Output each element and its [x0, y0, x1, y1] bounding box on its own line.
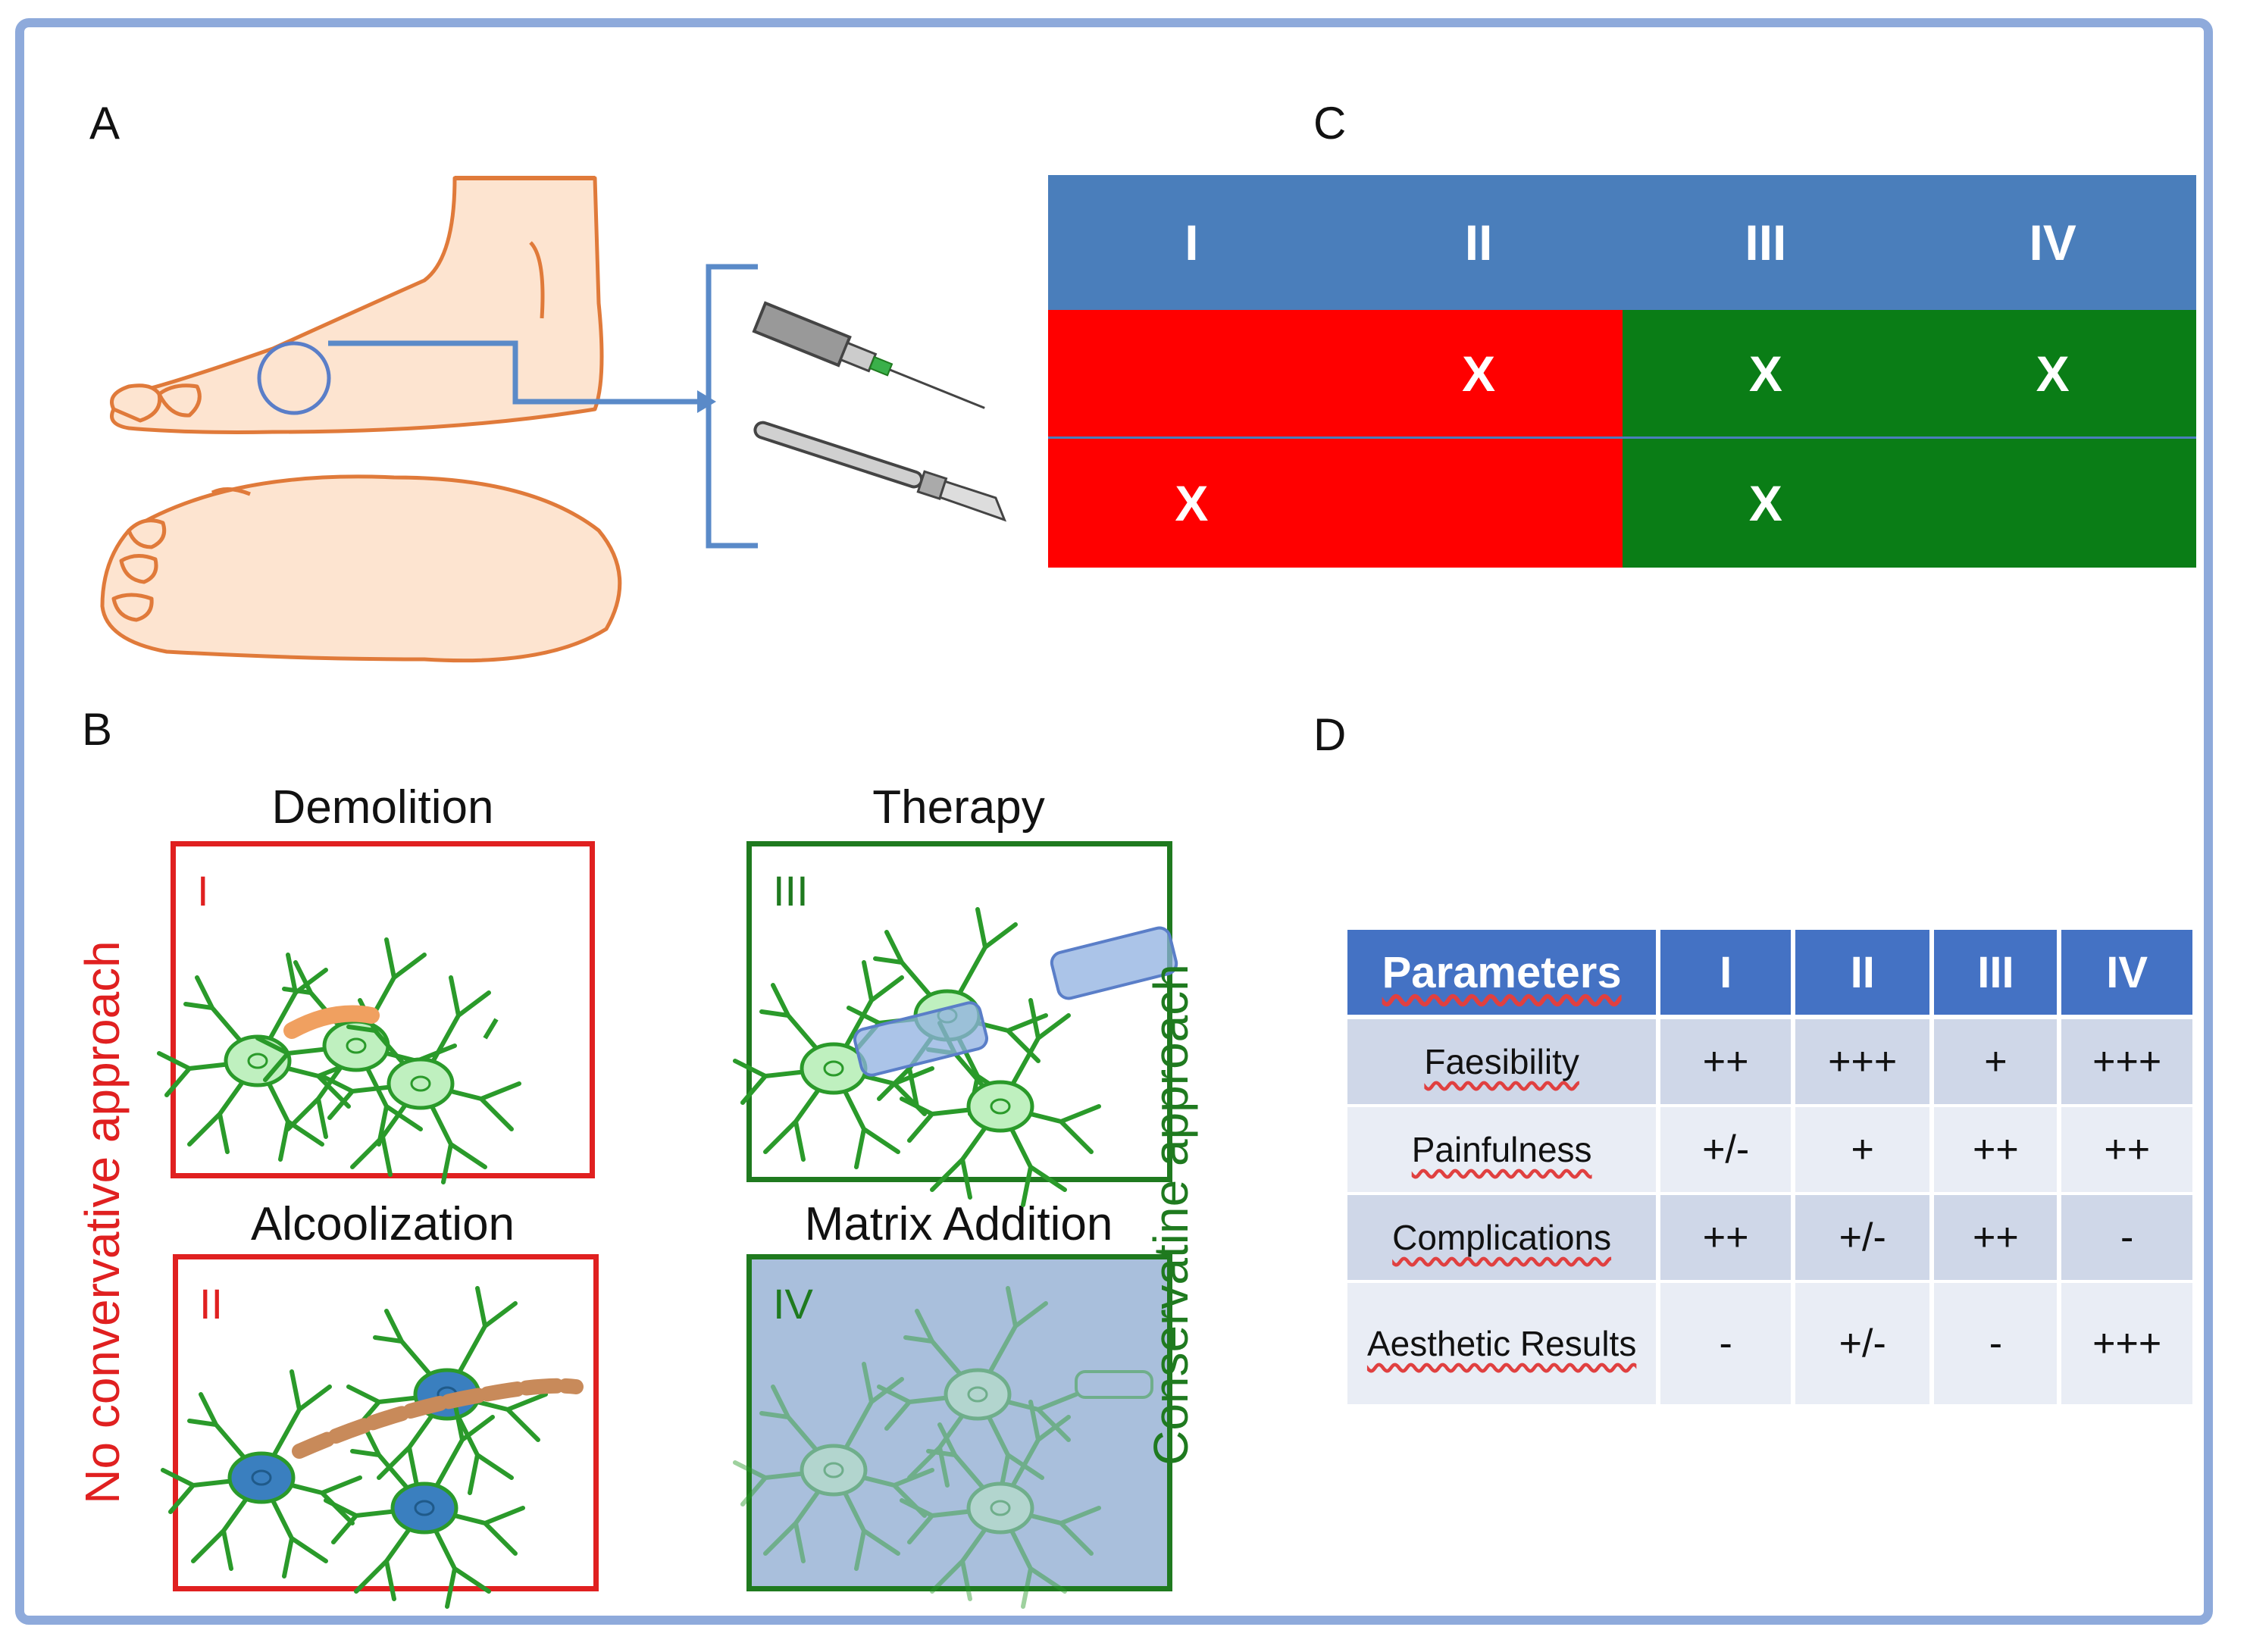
- syringe-icon: [752, 301, 985, 409]
- header-ii: II: [1795, 930, 1935, 1019]
- value-cell: +: [1934, 1019, 2062, 1107]
- param-aesthetic-results: Aesthetic Results: [1347, 1283, 1661, 1407]
- value-cell: -: [1660, 1283, 1795, 1407]
- header-iv: IV: [2061, 930, 2192, 1019]
- panel-label-b: B: [82, 704, 113, 755]
- header-cell-iv: IV: [2029, 214, 2076, 271]
- value-cell: -: [1934, 1283, 2062, 1407]
- title-matrix-addition: Matrix Addition: [804, 1198, 1113, 1250]
- header-cell-ii: II: [1464, 214, 1493, 271]
- panel-label-d: D: [1313, 709, 1347, 760]
- table-row: Painfulness +/- + ++ ++: [1347, 1107, 2192, 1195]
- table-row: Complications ++ +/- ++ -: [1347, 1195, 2192, 1283]
- foot-sole-icon: [100, 474, 622, 663]
- header-cell-i: I: [1185, 214, 1199, 271]
- side-label-no-conservative: No convervative approach: [75, 940, 130, 1504]
- value-cell: +++: [2061, 1019, 2192, 1107]
- box-number-iii: III: [773, 867, 809, 915]
- parameters-header-row: Parameters I II III IV: [1347, 930, 2192, 1019]
- header-iii: III: [1934, 930, 2062, 1019]
- value-cell: ++: [1934, 1195, 2062, 1283]
- focus-circle: [257, 341, 331, 415]
- title-demolition: Demolition: [271, 781, 494, 834]
- value-cell: +/-: [1795, 1283, 1935, 1407]
- approach-table-header: I II III IV: [1048, 175, 2196, 310]
- neuron-cluster-icon: [0, 0, 1178, 1652]
- param-complications: Complications: [1347, 1195, 1661, 1283]
- value-cell: +++: [1795, 1019, 1935, 1107]
- value-cell: +/-: [1795, 1195, 1935, 1283]
- cell-r1-iv: X: [1909, 310, 2196, 436]
- value-cell: ++: [1660, 1195, 1795, 1283]
- title-alcoolization: Alcoolization: [250, 1198, 515, 1250]
- scalpel-icon: [753, 421, 1007, 522]
- value-cell: +++: [2061, 1283, 2192, 1407]
- value-cell: ++: [1934, 1107, 2062, 1195]
- approach-row-1: X X X: [1048, 310, 2196, 439]
- box-number-iv: IV: [773, 1280, 813, 1328]
- panel-label-c: C: [1313, 98, 1347, 149]
- header-i: I: [1660, 930, 1795, 1019]
- cell-r1-i: [1048, 310, 1335, 436]
- value-cell: +: [1795, 1107, 1935, 1195]
- value-cell: -: [2061, 1195, 2192, 1283]
- table-row: Faesibility ++ +++ + +++: [1347, 1019, 2192, 1107]
- box-number-i: I: [197, 867, 209, 915]
- cell-r2-ii: [1335, 439, 1623, 568]
- approach-row-2: X X: [1048, 439, 2196, 568]
- value-cell: ++: [2061, 1107, 2192, 1195]
- param-faesibility: Faesibility: [1347, 1019, 1661, 1107]
- value-cell: +/-: [1660, 1107, 1795, 1195]
- value-cell: ++: [1660, 1019, 1795, 1107]
- panel-label-a: A: [89, 98, 120, 149]
- title-therapy: Therapy: [872, 781, 1045, 834]
- tube-icon: [853, 926, 1178, 1077]
- cell-r1-ii: X: [1335, 310, 1623, 436]
- header-cell-iii: III: [1745, 214, 1787, 271]
- cell-r1-iii: X: [1622, 310, 1910, 436]
- side-label-conservative: Conservatine approach: [1144, 964, 1198, 1466]
- foot-side-icon: [100, 176, 1007, 663]
- box-number-ii: II: [199, 1280, 224, 1328]
- parameters-table: Parameters I II III IV Faesibility ++ ++…: [1347, 930, 2192, 1407]
- header-parameters: Parameters: [1347, 930, 1661, 1019]
- param-painfulness: Painfulness: [1347, 1107, 1661, 1195]
- cell-r2-i: X: [1048, 439, 1335, 568]
- cell-r2-iv: [1909, 439, 2196, 568]
- cell-r2-iii: X: [1622, 439, 1910, 568]
- table-row: Aesthetic Results - +/- - +++: [1347, 1283, 2192, 1407]
- approach-table: I II III IV X X X X X: [1048, 175, 2196, 568]
